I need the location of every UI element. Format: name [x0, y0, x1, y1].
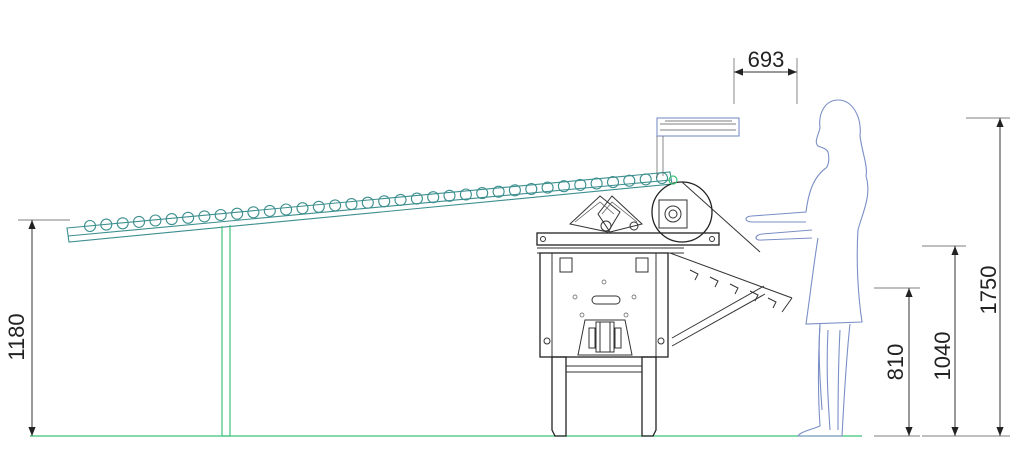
conveyor-roller — [459, 188, 472, 201]
conveyor-roller — [378, 195, 391, 208]
conveyor-roller — [541, 181, 554, 194]
conveyor-roller — [394, 193, 407, 206]
conveyor-roller — [492, 185, 505, 198]
dimension-1750: 1750 — [966, 117, 1010, 437]
dimension-label-1750: 1750 — [976, 266, 1001, 315]
dimension-label-1040: 1040 — [930, 332, 955, 381]
conveyor-roller — [247, 206, 260, 219]
conveyor-roller — [443, 189, 456, 202]
conveyor-rollers — [83, 171, 669, 233]
conveyor-roller — [312, 200, 325, 213]
conveyor-roller — [606, 176, 620, 189]
dimension-label-1180: 1180 — [4, 313, 29, 360]
conveyor-roller — [83, 219, 97, 233]
dimension-1040: 1040 — [922, 245, 966, 437]
conveyor-roller — [639, 173, 652, 186]
conveyor-roller — [590, 177, 603, 190]
conveyor-roller — [525, 182, 538, 196]
conveyor-roller — [476, 187, 489, 200]
top-guard — [656, 117, 740, 178]
conveyor-roller — [263, 204, 276, 217]
conveyor-roller — [574, 178, 587, 191]
conveyor-roller — [132, 215, 146, 228]
conveyor-roller — [329, 199, 342, 212]
dimension-label-693: 693 — [748, 47, 785, 72]
dimension-810: 810 — [874, 287, 920, 437]
conveyor-roller — [116, 217, 129, 230]
dimension-1180: 1180 — [4, 219, 70, 436]
conveyor-roller — [214, 208, 227, 222]
conveyor-roller — [165, 213, 178, 226]
conveyor-roller — [361, 196, 374, 209]
conveyor-roller — [508, 184, 521, 197]
roller-conveyor — [66, 171, 673, 437]
conveyor-roller — [345, 198, 358, 211]
conveyor-roller — [557, 180, 570, 193]
conveyor-roller — [296, 202, 309, 215]
conveyor-roller — [149, 214, 162, 227]
machine-body — [536, 175, 793, 437]
conveyor-roller — [198, 210, 211, 223]
dimension-label-810: 810 — [883, 344, 908, 381]
conveyor-roller — [410, 192, 423, 205]
conveyor-roller — [182, 211, 195, 224]
conveyor-roller — [280, 203, 293, 216]
conveyor-roller — [623, 174, 636, 187]
conveyor-roller — [100, 218, 113, 231]
conveyor-roller — [655, 171, 669, 185]
conveyor-roller — [231, 207, 244, 220]
dimension-693: 693 — [733, 47, 798, 104]
operator-figure — [745, 99, 869, 437]
conveyor-roller — [427, 191, 440, 204]
